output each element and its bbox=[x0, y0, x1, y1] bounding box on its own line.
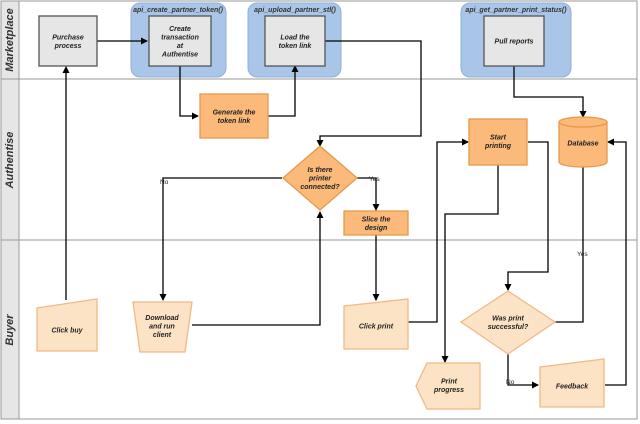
node-label-create-transaction-line: Create bbox=[169, 26, 191, 33]
node-label-pull-reports-line: Pull reports bbox=[495, 39, 534, 46]
edge-clickprint-to-start bbox=[408, 138, 469, 323]
node-shape-create-transaction bbox=[148, 15, 212, 67]
node-label-print-successful: Was print successful? bbox=[488, 315, 529, 331]
node-label-purchase-process-line: Purchase bbox=[52, 34, 84, 41]
edge-wasprint-yes-to-database bbox=[555, 159, 587, 323]
node-label-feedback: Feedback bbox=[556, 384, 589, 391]
node-shape-pull-reports bbox=[483, 15, 545, 67]
node-label-load-token-link: Load the token link bbox=[279, 34, 313, 50]
lane-label-buyer: Buyer bbox=[4, 314, 16, 346]
node-label-slice-design: Slice the design bbox=[362, 216, 391, 232]
node-label-load-token-link-line: Load the bbox=[280, 34, 309, 41]
node-label-print-successful-line: successful? bbox=[488, 324, 529, 331]
api-label-create-token: api_create_partner_token() bbox=[133, 7, 224, 14]
lane-label-marketplace: Marketplace bbox=[4, 8, 16, 72]
node-label-load-token-link-line: token link bbox=[279, 43, 313, 50]
node-shape-click-print bbox=[343, 298, 409, 350]
node-shape-generate-token-link bbox=[199, 93, 269, 139]
node-shape-purchase-process bbox=[38, 15, 98, 67]
node-label-click-buy: Click buy bbox=[51, 328, 83, 335]
node-shape-slice-design bbox=[343, 210, 409, 236]
node-shape-database-top bbox=[558, 116, 608, 128]
api-label-upload-stl: api_upload_partner_stl() bbox=[254, 7, 336, 14]
node-shape-print-progress bbox=[415, 362, 481, 410]
edge-decision-no-to-download bbox=[159, 177, 282, 301]
node-label-create-transaction-line: Authentise bbox=[161, 51, 198, 58]
node-shape-load-token-link bbox=[264, 15, 326, 67]
node-label-print-progress-line: Print bbox=[441, 378, 458, 385]
edge-wasprint-no-to-feedback bbox=[507, 354, 539, 389]
node-label-pull-reports: Pull reports bbox=[495, 39, 534, 46]
edge-create-to-generate bbox=[179, 66, 199, 120]
node-label-start-printing-line: Start bbox=[490, 134, 507, 141]
node-label-print-successful-line: Was print bbox=[492, 315, 524, 322]
node-label-click-print: Click print bbox=[359, 324, 394, 331]
node-label-database: Database bbox=[567, 141, 598, 148]
node-label-printer-connected-line: Is there bbox=[308, 167, 333, 174]
node-label-slice-design-line: Slice the bbox=[362, 216, 391, 223]
node-label-database-line: Database bbox=[567, 141, 598, 148]
nodes bbox=[36, 15, 608, 410]
node-label-generate-token-link: Generate the token link bbox=[213, 109, 256, 125]
node-label-generate-token-link-line: token link bbox=[218, 118, 252, 125]
node-label-feedback-line: Feedback bbox=[556, 384, 589, 391]
node-label-printer-connected-line: printer bbox=[308, 176, 332, 183]
node-label-purchase-process-line: process bbox=[54, 43, 82, 50]
edge-decision-yes-to-slice bbox=[357, 177, 380, 211]
node-label-print-progress: Print progress bbox=[433, 378, 464, 394]
edge-pullreports-to-database bbox=[513, 66, 587, 118]
edge-feedback-to-database bbox=[605, 138, 627, 386]
node-label-print-progress-line: progress bbox=[433, 387, 464, 394]
api-label-print-status: api_get_partner_print_status() bbox=[465, 7, 567, 14]
node-shape-print-successful bbox=[459, 290, 557, 355]
edge-generate-to-load bbox=[268, 65, 299, 117]
node-label-slice-design-line: design bbox=[365, 225, 388, 232]
node-label-generate-token-link-line: Generate the bbox=[213, 109, 256, 116]
edge-start-to-wasprint bbox=[504, 141, 549, 291]
node-label-download-client-line: Download bbox=[145, 315, 179, 322]
node-shape-click-buy bbox=[36, 298, 98, 352]
edge-load-to-decision bbox=[316, 40, 422, 147]
node-label-purchase-process: Purchase process bbox=[52, 34, 84, 50]
node-label-create-transaction-line: at bbox=[177, 43, 184, 50]
edges bbox=[62, 37, 627, 389]
edge-start-to-progress bbox=[441, 165, 499, 363]
node-label-download-client-line: client bbox=[153, 332, 172, 339]
edge-labels: No Yes Yes No bbox=[160, 176, 588, 386]
node-label-printer-connected-line: connected? bbox=[300, 184, 340, 191]
node-label-create-transaction-line: transaction bbox=[161, 34, 199, 41]
edge-label-no-down: No bbox=[506, 379, 515, 386]
node-label-click-print-line: Click print bbox=[359, 324, 394, 331]
node-label-start-printing-line: printing bbox=[484, 143, 512, 150]
lane-label-authentise: Authentise bbox=[4, 132, 16, 190]
node-label-start-printing: Start printing bbox=[484, 134, 512, 150]
node-shape-feedback bbox=[539, 358, 605, 408]
node-shape-start-printing bbox=[468, 118, 528, 166]
edge-label-yes-right: Yes bbox=[369, 176, 380, 183]
node-label-download-client-line: and run bbox=[149, 324, 175, 331]
edge-label-yes-up: Yes bbox=[577, 251, 588, 258]
node-shape-download-client bbox=[132, 301, 193, 353]
edge-download-to-decision bbox=[192, 211, 324, 326]
node-shape-printer-connected bbox=[282, 145, 358, 211]
node-label-click-buy-line: Click buy bbox=[51, 328, 83, 335]
edge-label-no-left: No bbox=[160, 179, 169, 186]
